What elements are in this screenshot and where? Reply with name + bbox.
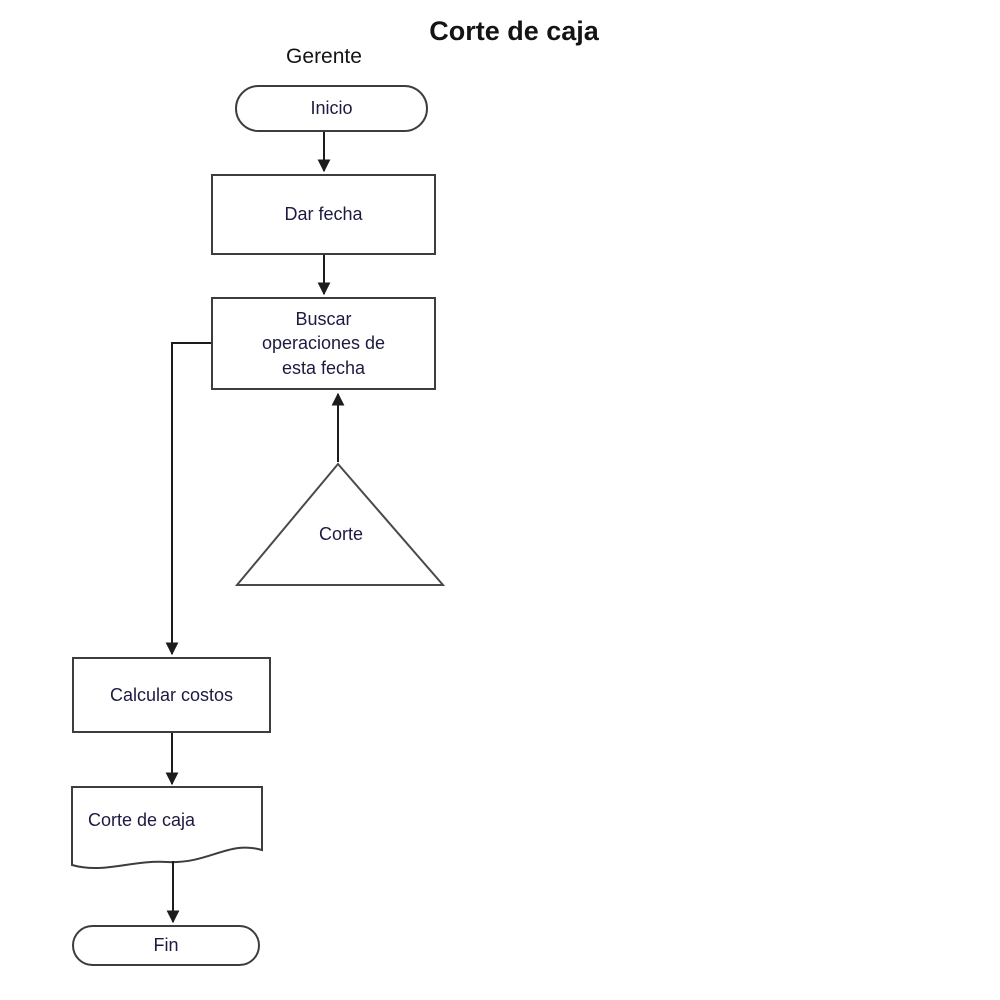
triangle-shape-corte — [234, 462, 446, 586]
node-label-inicio: Inicio — [310, 98, 353, 119]
node-label-corte-de-caja-document: Corte de caja — [88, 810, 196, 830]
terminator-node-fin: Fin — [72, 925, 260, 966]
node-label-fin: Fin — [153, 935, 179, 956]
node-label-calcular-costos: Calcular costos — [109, 684, 234, 705]
node-label-dar-fecha: Dar fecha — [284, 204, 363, 225]
node-label-corte: Corte — [318, 524, 364, 544]
diagram-title: Corte de caja — [429, 16, 599, 46]
process-node-calcular-costos: Calcular costos — [72, 657, 271, 733]
edge-buscar-to-calcular — [165, 342, 211, 656]
process-node-dar-fecha: Dar fecha — [211, 174, 436, 255]
process-node-buscar-operaciones: Buscar operaciones de esta fecha — [211, 297, 436, 390]
terminator-node-inicio: Inicio — [235, 85, 428, 132]
node-label-buscar-operaciones: Buscar operaciones de esta fecha — [261, 309, 386, 378]
swimlane-label-gerente: Gerente — [286, 45, 362, 68]
document-shape-corte-de-caja — [71, 786, 263, 869]
